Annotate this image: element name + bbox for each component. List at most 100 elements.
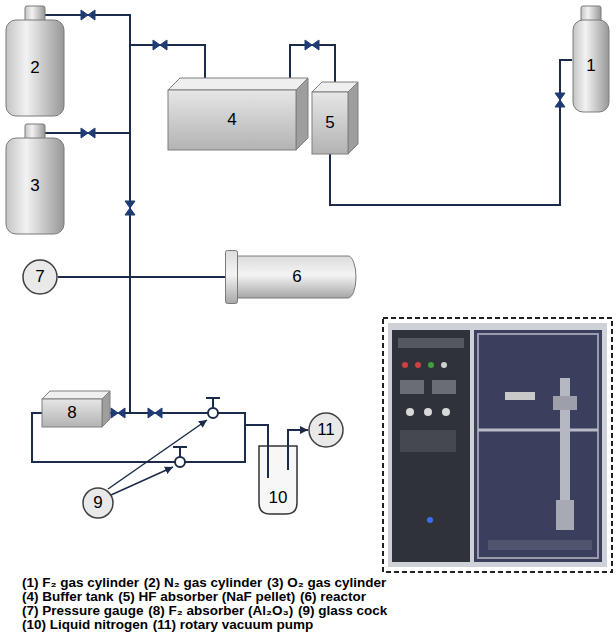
reactor-tube-outline (237, 256, 356, 298)
absorber-box: 8 (42, 391, 110, 427)
photo-inset (398, 338, 464, 348)
gas-cylinder-outline (573, 20, 609, 112)
vacuum-pump: 11 (308, 412, 344, 448)
callout-number: 7 (35, 268, 44, 287)
glass-cock-symbol (175, 457, 185, 467)
callout-circle-outline (83, 488, 113, 518)
absorber-box-outline (42, 399, 102, 427)
photo-inset (427, 517, 433, 523)
photo-inset (402, 362, 408, 368)
photo-inset (400, 430, 456, 452)
photo-inset (556, 500, 574, 530)
gas-cylinder: 2 (5, 5, 65, 117)
photo-inset (415, 362, 421, 368)
photo-inset (505, 392, 535, 400)
key-text: (4) Buffer tank (22, 589, 114, 604)
photo-inset (432, 380, 456, 394)
pipe-line (102, 277, 225, 413)
photo-inset (428, 362, 434, 368)
photo-inset (553, 396, 577, 410)
glass-cock-symbol (212, 398, 214, 408)
reactor-tube-outline (226, 251, 238, 304)
label-group: 7 (35, 268, 44, 287)
label-group: 1 (586, 57, 595, 76)
valve-symbol (305, 40, 319, 50)
key-line: (4) Buffer tank(5) HF absorber (NaF pell… (22, 590, 371, 604)
key-text: (1) F₂ gas cylinder (22, 575, 139, 590)
label-group: 5 (325, 114, 334, 133)
key-text: (11) rotary vacuum pump (153, 617, 314, 632)
buffer-tank-outline (168, 78, 308, 90)
callout-number: 1 (586, 57, 595, 76)
reactor-tube: 6 (225, 250, 357, 304)
key-text: (2) N₂ gas cylinder (144, 575, 263, 590)
photo-inset (388, 323, 607, 567)
label-group: 11 (317, 421, 335, 440)
callout-number: 6 (292, 268, 301, 287)
buffer-tank-outline (168, 90, 296, 150)
callout-number: 9 (93, 494, 102, 513)
gas-cylinder: 1 (572, 5, 610, 113)
valve-symbol (153, 40, 167, 50)
absorber-box-outline (312, 92, 348, 154)
label-group: 9 (93, 494, 102, 513)
label-group: 4 (227, 111, 236, 130)
photo-inset (478, 334, 598, 558)
photo-inset (488, 540, 592, 550)
cold-trap-outline (287, 445, 289, 470)
valve-symbol (125, 201, 135, 215)
key-line: (7) Pressure gauge (8) F₂ absorber (Al₂O₃… (22, 604, 392, 618)
photo-inset (441, 362, 447, 368)
buffer-tank: 4 (168, 78, 308, 150)
callout-number: 10 (269, 489, 288, 508)
photo-inset (442, 408, 450, 416)
gas-cylinder-outline (6, 20, 64, 116)
valve-symbol (111, 408, 125, 418)
key-text: (8) F₂ absorber (Al₂O₃) (148, 603, 293, 618)
callout-number: 2 (30, 59, 39, 78)
pipe-line (45, 133, 225, 277)
callout-number: 5 (325, 114, 334, 133)
valve-symbol (148, 408, 162, 418)
gas-cylinder-outline (6, 138, 64, 234)
buffer-tank-outline (296, 78, 308, 150)
key-line: (10) Liquid nitrogen (11) rotary vacuum p… (22, 618, 318, 632)
pipe-line (102, 413, 268, 445)
label-group: 10 (269, 489, 288, 508)
vacuum-pump-outline (309, 413, 343, 447)
glass-cock-symbol (206, 397, 220, 399)
valve-symbol (81, 10, 95, 20)
glass-cock-symbol (173, 446, 187, 448)
absorber-box-outline (42, 391, 110, 399)
callout-number: 8 (67, 404, 76, 423)
callout-number: 4 (227, 111, 236, 130)
pressure-gauge: 7 (22, 259, 58, 295)
glass-cock-symbol (179, 447, 181, 457)
valve-symbol (555, 93, 565, 107)
label-group: 8 (67, 404, 76, 423)
absorber-box-outline (348, 82, 358, 154)
leader-arrow (108, 420, 207, 495)
cold-trap: 10 (258, 445, 298, 515)
valve-symbol (81, 128, 95, 138)
cold-trap-outline (267, 445, 269, 478)
key-text: (10) Liquid nitrogen (22, 617, 148, 632)
callout-number: 3 (30, 177, 39, 196)
gas-cylinder: 3 (5, 123, 65, 235)
photo-inset (400, 380, 424, 394)
photo-inset (474, 330, 602, 562)
key-text: (7) Pressure gauge (22, 603, 144, 618)
callout-number: 11 (317, 421, 335, 440)
reactor-tube-outline (225, 250, 357, 304)
pipe-line (290, 45, 335, 82)
photo-inset (478, 429, 598, 432)
pipe-line (288, 430, 308, 445)
photo-inset (383, 318, 612, 572)
photo-inset (383, 318, 612, 572)
glass-cock-symbol (208, 408, 218, 418)
key-line: (1) F₂ gas cylinder (2) N₂ gas cylinder (3… (22, 576, 391, 590)
key-text: (3) O₂ gas cylinder (267, 575, 386, 590)
label-group: 2 (30, 59, 39, 78)
